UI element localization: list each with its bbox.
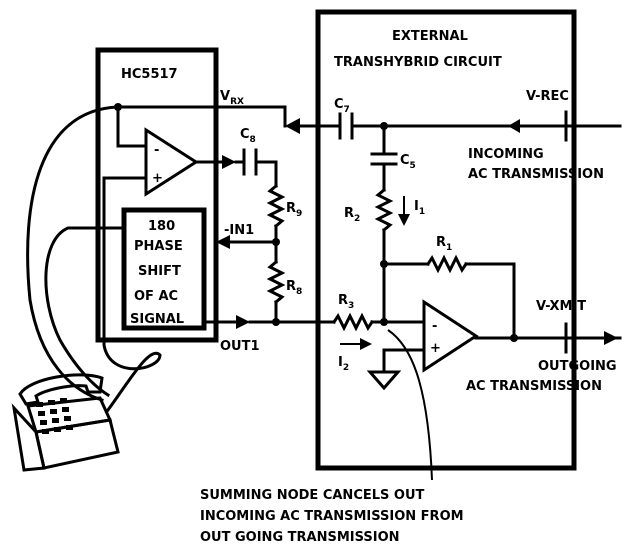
i2-label: I2 <box>338 355 349 373</box>
opamp1-minus: - <box>154 143 159 158</box>
external-label-line1: EXTERNAL <box>392 29 468 44</box>
r9-resistor <box>266 183 286 229</box>
external-circuit-box <box>315 9 577 471</box>
telephone-icon <box>11 373 120 472</box>
c5-label: C5 <box>400 153 416 171</box>
in1-arrow <box>216 235 230 249</box>
i2-arrow-head <box>360 338 372 350</box>
phone-cord-3 <box>44 226 126 398</box>
vxmit-label: V-XMIT <box>536 299 586 314</box>
r3-label: R3 <box>338 293 354 311</box>
incoming-label-1: INCOMING <box>468 147 544 162</box>
caption-line-1: SUMMING NODE CANCELS OUT <box>200 488 425 503</box>
out1-label: OUT1 <box>220 339 260 354</box>
vrec-arrow <box>508 119 520 133</box>
r9-label: R9 <box>286 201 302 219</box>
out1-arrow <box>236 315 250 329</box>
vrec-label: V-REC <box>526 89 569 104</box>
r1-label: R1 <box>436 235 452 253</box>
external-label-line2: TRANSHYBRID CIRCUIT <box>334 55 502 70</box>
r8-label: R8 <box>286 279 302 297</box>
opamp1-out-arrow <box>222 155 236 169</box>
vxmit-node <box>510 334 518 342</box>
summing-annotation-line <box>387 329 433 481</box>
i1-arrow-head <box>398 214 410 226</box>
opamp2 <box>422 299 479 373</box>
phone-cord-1 <box>26 105 120 402</box>
in1-label: -IN1 <box>224 223 254 238</box>
opamp1 <box>144 127 199 197</box>
vrx-label: VRX <box>220 89 244 107</box>
r8-resistor <box>266 259 286 305</box>
phase-line-3: SHIFT <box>138 264 181 279</box>
opamp2-minus: - <box>432 319 437 334</box>
out1-node <box>272 318 280 326</box>
phone-cord-2 <box>102 176 162 413</box>
vxmit-arrow <box>604 331 618 345</box>
hc5517-chip-box <box>95 47 219 343</box>
outgoing-label-1: OUTGOING <box>538 359 617 374</box>
outgoing-label-2: AC TRANSMISSION <box>466 379 602 394</box>
chip-label: HC5517 <box>121 67 178 82</box>
r1-resistor <box>425 254 469 274</box>
i1-label: I1 <box>414 199 425 217</box>
vrx-arrow <box>285 118 300 134</box>
phase-shift-box <box>121 207 207 331</box>
phase-line-2: PHASE <box>134 239 183 254</box>
phase-line-1: 180 <box>148 219 175 234</box>
r3-resistor <box>331 312 375 332</box>
caption-line-3: OUT GOING TRANSMISSION <box>200 530 400 545</box>
incoming-label-2: AC TRANSMISSION <box>468 167 604 182</box>
opamp1-plus: + <box>152 171 163 186</box>
c8-label: C8 <box>240 127 256 145</box>
phase-line-4: OF AC <box>134 289 178 304</box>
c7-label: C7 <box>334 97 350 115</box>
ground-symbol <box>366 370 402 391</box>
r2-resistor <box>374 187 394 233</box>
opamp2-plus: + <box>430 341 441 356</box>
phase-line-5: SIGNAL <box>130 312 184 327</box>
caption-line-2: INCOMING AC TRANSMISSION FROM <box>200 509 464 524</box>
r2-label: R2 <box>344 206 360 224</box>
